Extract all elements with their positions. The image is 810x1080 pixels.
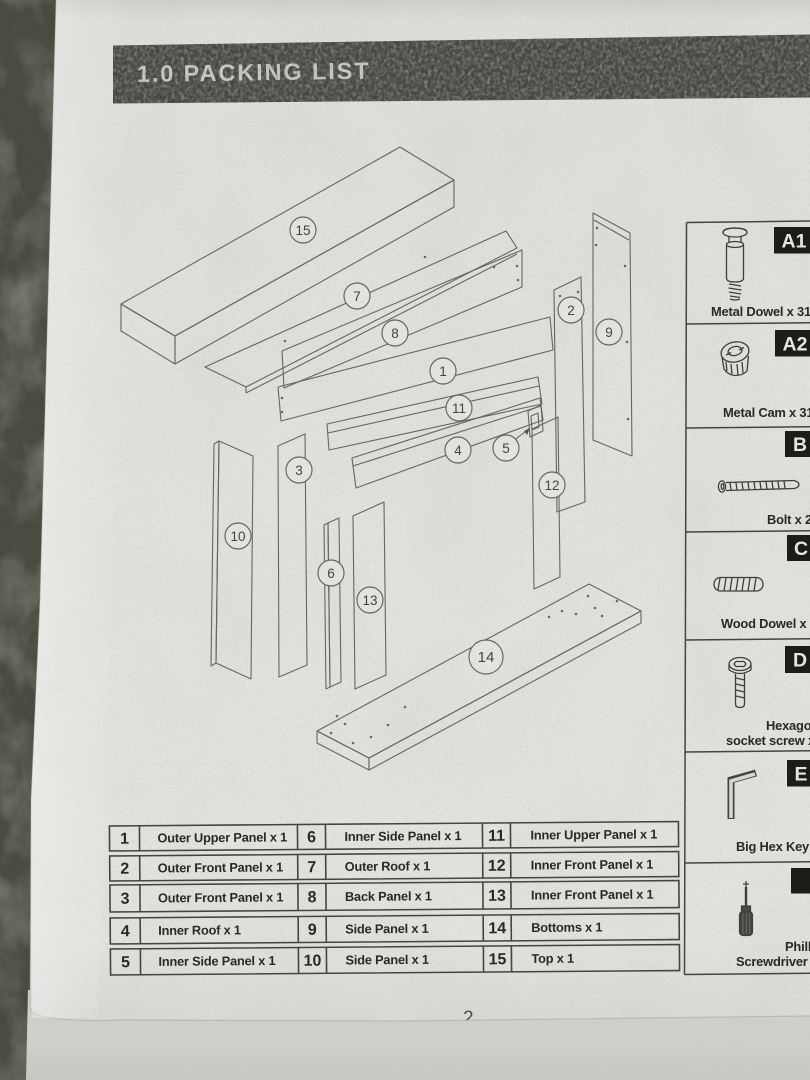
svg-text:Outer Upper Panel x 1: Outer Upper Panel x 1 (157, 829, 287, 845)
svg-text:8: 8 (307, 889, 316, 906)
svg-text:Inner Upper Panel x 1: Inner Upper Panel x 1 (530, 827, 657, 843)
svg-text:B: B (793, 434, 807, 456)
svg-text:Outer Front Panel x 1: Outer Front Panel x 1 (158, 889, 283, 905)
svg-text:Metal Cam x 31: Metal Cam x 31 (723, 405, 810, 420)
svg-text:15: 15 (489, 951, 507, 968)
svg-text:Wood Dowel x 4: Wood Dowel x 4 (721, 616, 810, 631)
svg-text:Metal Dowel x 31: Metal Dowel x 31 (711, 304, 810, 319)
svg-text:Big Hex Key x 1: Big Hex Key x 1 (736, 839, 810, 854)
svg-text:A1: A1 (782, 231, 807, 253)
svg-text:4: 4 (454, 443, 462, 458)
svg-text:Side Panel x 1: Side Panel x 1 (345, 952, 428, 968)
svg-text:A2: A2 (783, 334, 808, 356)
svg-text:11: 11 (488, 828, 505, 845)
svg-text:10: 10 (230, 529, 245, 544)
svg-text:Top x 1: Top x 1 (531, 951, 574, 966)
svg-text:8: 8 (391, 326, 399, 341)
svg-text:6: 6 (327, 566, 335, 581)
svg-text:Screwdriver x 1: Screwdriver x 1 (736, 954, 810, 969)
svg-text:Bottoms x 1: Bottoms x 1 (531, 919, 602, 935)
svg-text:2: 2 (567, 303, 575, 318)
svg-text:11: 11 (452, 401, 466, 416)
svg-text:3: 3 (120, 891, 129, 908)
svg-text:10: 10 (304, 953, 322, 970)
svg-text:14: 14 (478, 649, 495, 666)
svg-text:Inner Side Panel x 1: Inner Side Panel x 1 (344, 828, 461, 844)
svg-text:Outer Roof x 1: Outer Roof x 1 (345, 858, 431, 874)
svg-text:Phillips: Phillips (785, 939, 810, 954)
svg-text:14: 14 (488, 920, 506, 937)
svg-text:Inner Front Panel x 1: Inner Front Panel x 1 (531, 857, 654, 873)
svg-text:Outer Front Panel x 1: Outer Front Panel x 1 (158, 859, 283, 875)
svg-text:Back Panel x 1: Back Panel x 1 (345, 888, 432, 904)
svg-text:E: E (794, 764, 807, 786)
svg-text:2: 2 (463, 1008, 474, 1029)
svg-text:13: 13 (362, 593, 377, 608)
svg-text:5: 5 (121, 954, 130, 971)
svg-text:3: 3 (295, 463, 303, 478)
svg-text:Inner Front Panel x 1: Inner Front Panel x 1 (531, 887, 654, 903)
svg-text:12: 12 (544, 478, 559, 493)
svg-text:Bolt x 22: Bolt x 22 (767, 512, 810, 527)
svg-text:13: 13 (488, 888, 506, 905)
svg-text:7: 7 (307, 859, 316, 876)
svg-text:6: 6 (307, 829, 316, 846)
svg-text:Side Panel x 1: Side Panel x 1 (345, 921, 428, 937)
svg-text:9: 9 (605, 325, 613, 340)
svg-text:Inner Side Panel x 1: Inner Side Panel x 1 (158, 953, 275, 969)
svg-text:C: C (794, 538, 808, 560)
svg-text:Inner Roof x 1: Inner Roof x 1 (158, 922, 241, 938)
svg-text:12: 12 (488, 858, 506, 875)
svg-text:socket screw x 4: socket screw x 4 (726, 733, 810, 748)
svg-text:4: 4 (121, 923, 130, 940)
svg-text:1: 1 (120, 831, 129, 848)
svg-text:Hexagon: Hexagon (766, 718, 810, 733)
svg-text:2: 2 (120, 861, 129, 878)
svg-text:1: 1 (439, 364, 447, 379)
svg-text:5: 5 (502, 441, 510, 456)
svg-text:7: 7 (353, 289, 361, 304)
svg-text:15: 15 (295, 223, 310, 238)
svg-text:9: 9 (308, 922, 317, 939)
svg-text:D: D (793, 650, 807, 672)
